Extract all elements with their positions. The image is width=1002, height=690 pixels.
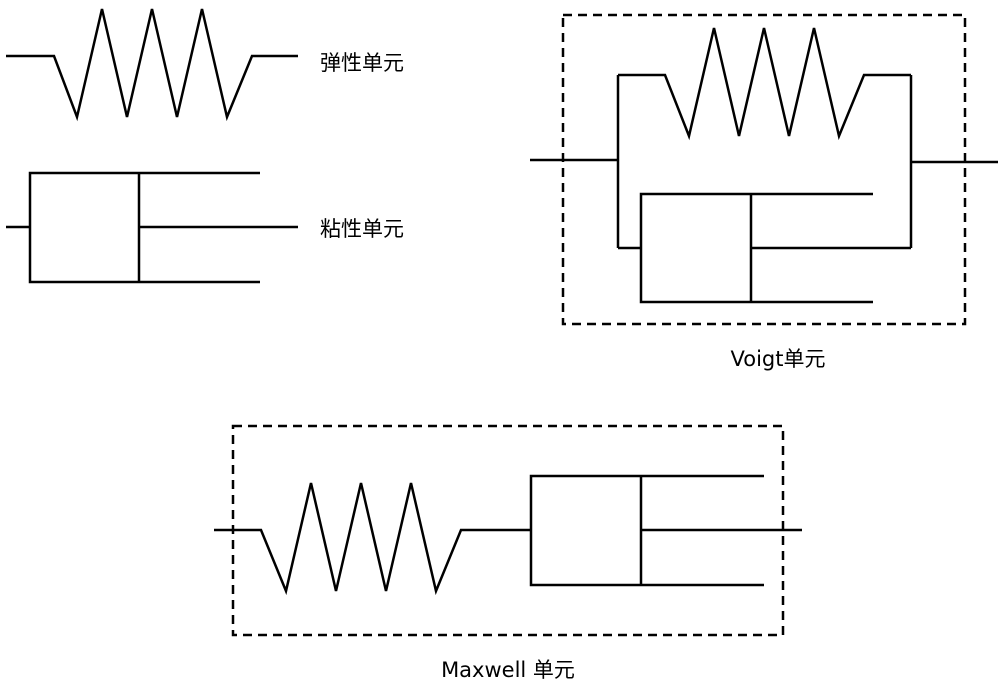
voigt-element-label: Voigt单元 (731, 347, 826, 371)
viscous-element: 粘性单元 (6, 171, 404, 284)
spring-symbol (6, 8, 298, 122)
viscous-element-label: 粘性单元 (320, 217, 404, 241)
maxwell-dashpot-symbol (529, 474, 802, 587)
maxwell-element-label: Maxwell 单元 (441, 658, 575, 682)
dashpot-symbol (6, 171, 298, 284)
elastic-element-label: 弹性单元 (320, 51, 404, 75)
voigt-wiring (530, 75, 998, 248)
voigt-dashpot-symbol (618, 192, 911, 304)
voigt-spring-symbol (618, 27, 911, 141)
maxwell-element: Maxwell 单元 (214, 424, 802, 682)
voigt-boundary-box (561, 13, 967, 326)
maxwell-spring-symbol (214, 482, 531, 596)
voigt-element: Voigt单元 (530, 13, 998, 371)
elastic-element: 弹性单元 (6, 8, 404, 122)
